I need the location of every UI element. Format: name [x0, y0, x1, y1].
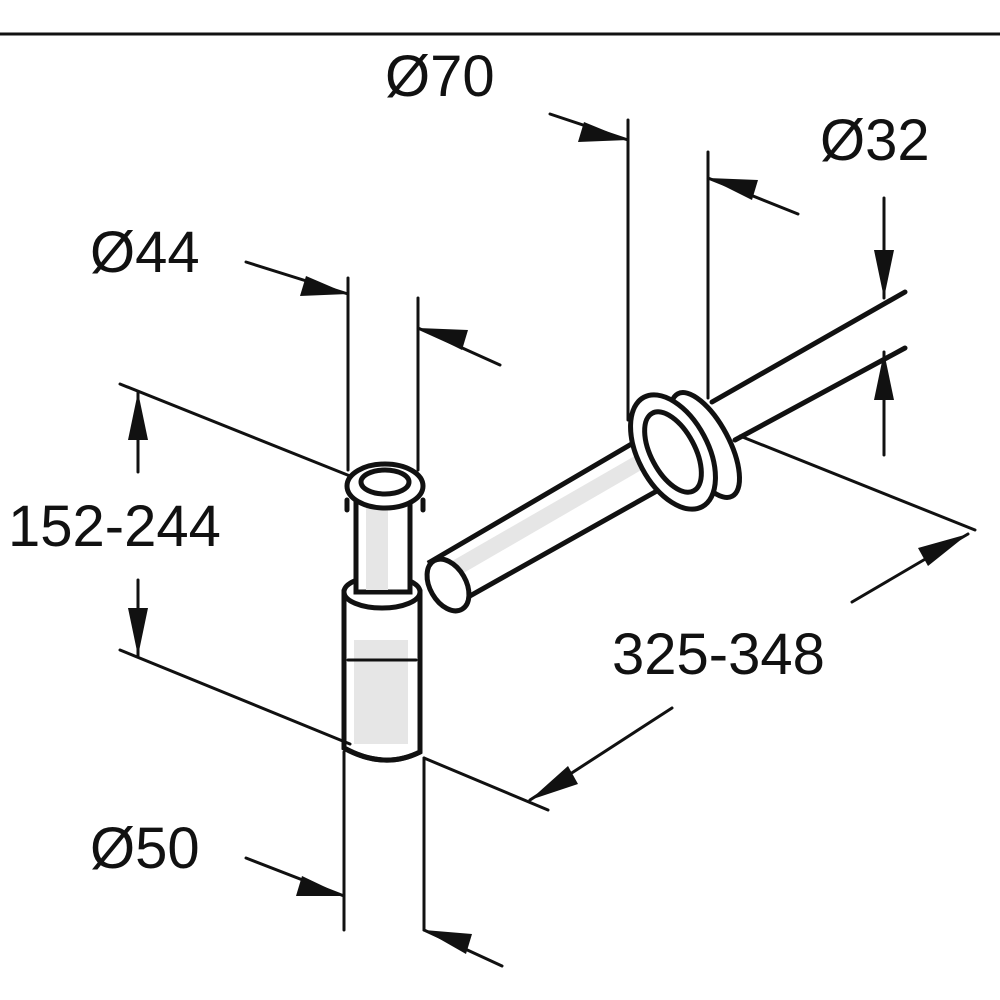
d70-arrow-left — [578, 122, 628, 142]
dimension-height: 152-244 — [8, 382, 352, 746]
trap-lower-shading — [354, 640, 408, 744]
wall-pipe-upper-edge — [709, 289, 908, 405]
length-arrow-left — [530, 766, 578, 800]
tailpiece-nut-inner — [358, 467, 412, 497]
height-label: 152-244 — [8, 494, 221, 559]
length-extension-left — [422, 756, 550, 812]
d44-label: Ø44 — [90, 220, 200, 285]
height-extension-top — [118, 382, 352, 478]
d50-arrow-right — [424, 930, 472, 954]
dimension-d50: Ø50 — [90, 750, 504, 968]
d44-arrow-left — [300, 276, 348, 296]
d32-arrow-bottom — [874, 352, 894, 400]
arm-pipe — [424, 428, 684, 614]
arm-pipe-highlight — [440, 446, 662, 582]
dimension-d32: Ø32 — [820, 108, 930, 457]
wall-pipe-lower-edge — [732, 345, 908, 443]
flange-inner-ring — [642, 409, 704, 495]
wall-flange — [628, 390, 743, 512]
wall-pipe — [709, 289, 908, 443]
d70-arrow-right — [708, 178, 758, 200]
dimension-d44: Ø44 — [90, 220, 502, 472]
height-arrow-top — [128, 392, 148, 440]
d70-label: Ø70 — [385, 44, 495, 109]
length-label: 325-348 — [612, 622, 825, 687]
dimension-d70: Ø70 — [385, 44, 800, 422]
d50-label: Ø50 — [90, 816, 200, 881]
trap-bottom-curve — [341, 745, 423, 763]
length-arrow-right — [918, 534, 968, 566]
d32-arrow-top — [874, 250, 894, 298]
arm-pipe-joint — [424, 556, 472, 614]
dimension-length: 325-348 — [422, 434, 977, 812]
height-extension-bottom — [118, 648, 352, 746]
length-extension-right — [738, 434, 977, 532]
d50-arrow-left — [296, 876, 344, 896]
tailpiece-shading — [366, 508, 388, 590]
trap-body — [341, 461, 426, 763]
height-arrow-bottom — [128, 608, 148, 656]
d32-label: Ø32 — [820, 108, 930, 173]
d44-arrow-right — [418, 328, 468, 350]
